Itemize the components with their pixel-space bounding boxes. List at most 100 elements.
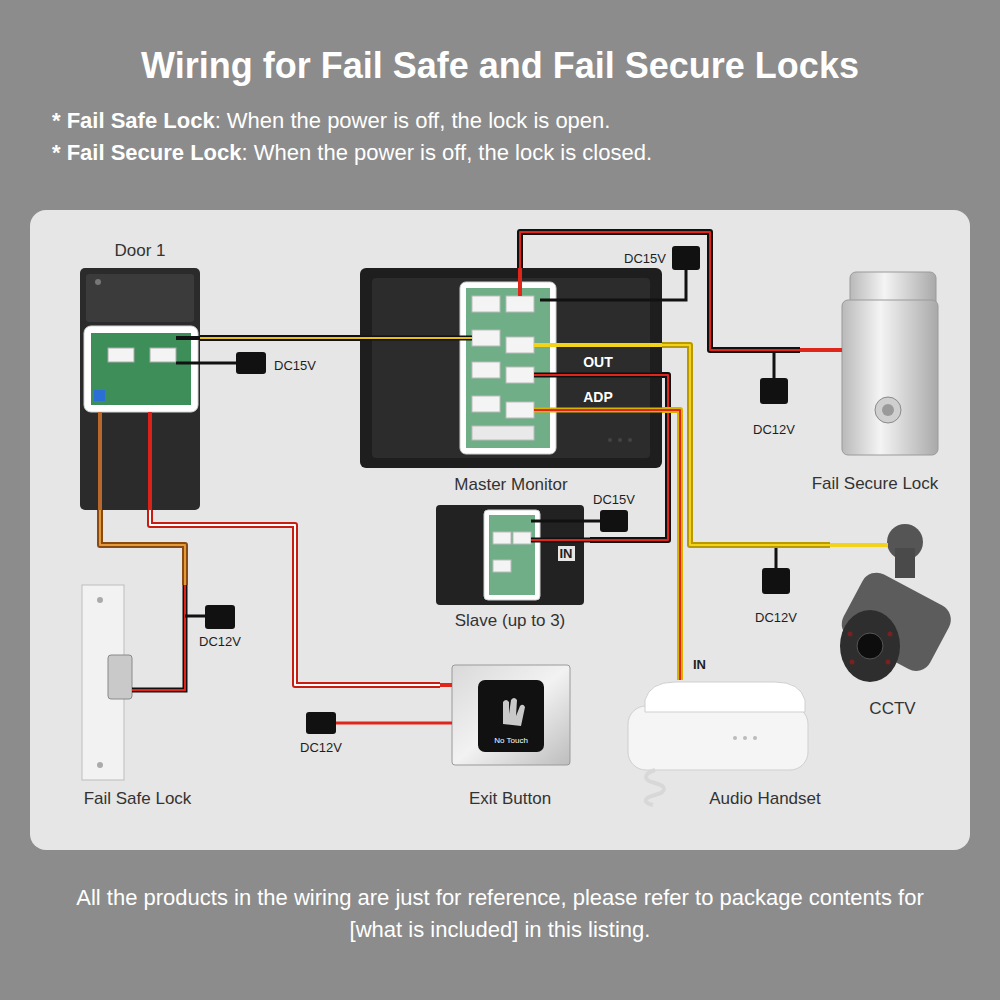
port-label: OUT (581, 355, 615, 370)
wire-sheath (662, 345, 830, 545)
wire-connector (662, 410, 680, 680)
pcb-connector (472, 330, 500, 346)
wire-core (200, 337, 360, 339)
wire-core (100, 510, 185, 585)
ir-led (888, 632, 893, 637)
wire (534, 408, 662, 413)
speaker-hole (608, 438, 612, 442)
lock-button (875, 397, 901, 423)
wire (534, 374, 662, 376)
touch-sensor (478, 680, 544, 752)
power-adapter (306, 712, 336, 734)
ir-led (886, 660, 891, 665)
wire (534, 373, 662, 378)
power-adapter (600, 510, 628, 532)
master-monitor: Master Monitor (360, 268, 662, 496)
fail-safe-lock: Fail Safe Lock (75, 585, 200, 810)
button-plate (452, 665, 570, 765)
power-adapter (672, 246, 700, 270)
wire (518, 268, 522, 296)
screw (97, 597, 103, 603)
camera-arm (895, 548, 915, 578)
wire (360, 336, 472, 341)
wire-sheath (520, 232, 800, 350)
voltage-label: DC15V (272, 358, 318, 373)
dip-switch (94, 390, 105, 401)
pcb-connector (493, 560, 511, 572)
lock-button-core (882, 404, 894, 416)
slave-monitor: Slave (up to 3) (430, 505, 590, 632)
wire (360, 337, 472, 339)
subtitle-term: * Fail Secure Lock (52, 139, 242, 167)
pcb-connector (506, 402, 534, 418)
power-adapter (205, 605, 235, 629)
wire-core (662, 345, 830, 545)
pcb-board (466, 288, 550, 448)
wire (534, 409, 662, 411)
handset-button (733, 736, 737, 740)
panel (30, 210, 970, 850)
device-label: CCTV (869, 698, 915, 720)
subtitle-text: : When the power is off, the lock is clo… (242, 139, 652, 167)
pcb-connector (506, 296, 534, 312)
voltage-label: DC12V (298, 740, 344, 755)
wire-sheath (100, 510, 185, 585)
speaker-hole (628, 438, 632, 442)
wire-connector (200, 338, 360, 339)
wire (531, 538, 590, 543)
wire-sheath (200, 335, 360, 341)
power-adapter (762, 568, 790, 594)
handset-button (743, 736, 747, 740)
handset-receiver (645, 682, 805, 712)
pcb-connector (472, 426, 534, 440)
adapter-cable (773, 350, 776, 378)
sensor-text: No Touch (494, 736, 528, 746)
device-label: Slave (up to 3) (455, 610, 566, 632)
pcb-connector (513, 532, 531, 544)
monitor-body (360, 268, 662, 468)
wire (132, 585, 185, 690)
pcb-connector (150, 348, 176, 362)
adapter-cable (531, 520, 600, 523)
wire (132, 585, 185, 690)
wire-sheath (150, 510, 440, 685)
wire (534, 343, 662, 347)
subtitle-text: : When the power is off, the lock is ope… (215, 107, 611, 135)
device-label: Door 1 (114, 240, 165, 262)
adapter-cable (336, 722, 452, 725)
pcb-inset (460, 282, 556, 454)
hand-icon (503, 698, 525, 726)
voltage-label: DC12V (751, 422, 797, 437)
diagram-caption: All the products in the wiring are just … (60, 882, 940, 946)
wire (98, 412, 102, 510)
voltage-label: DC15V (591, 492, 637, 507)
adapter-cable (540, 270, 686, 300)
wire (176, 336, 200, 340)
camera-area (86, 274, 194, 322)
port-label: IN (558, 546, 575, 561)
audio-handset: Audio Handset (640, 680, 890, 810)
pcb-connector (472, 396, 500, 412)
door-station-body (80, 268, 200, 510)
pcb-connector (472, 362, 500, 378)
port-label: ADP (581, 390, 615, 405)
voltage-label: DC12V (753, 610, 799, 625)
wire-core (150, 510, 440, 685)
pcb-inset (484, 510, 540, 600)
pcb-board (489, 515, 535, 595)
pcb-connector (493, 532, 511, 544)
device-label: Fail Secure Lock (812, 473, 939, 495)
power-adapter (236, 352, 266, 374)
fail-secure-lock: Fail Secure Lock (800, 270, 950, 495)
strike-latch (108, 655, 132, 699)
wire (800, 348, 842, 352)
voltage-label: DC12V (197, 634, 243, 649)
voltage-label: DC15V (622, 251, 668, 266)
diagram-title: Wiring for Fail Safe and Fail Secure Loc… (0, 44, 1000, 88)
handset-cord (646, 770, 664, 805)
wire (531, 539, 590, 541)
wire-core (520, 232, 800, 350)
wire (830, 543, 888, 547)
pcb-connector (108, 348, 134, 362)
adapter-cable (176, 362, 236, 365)
